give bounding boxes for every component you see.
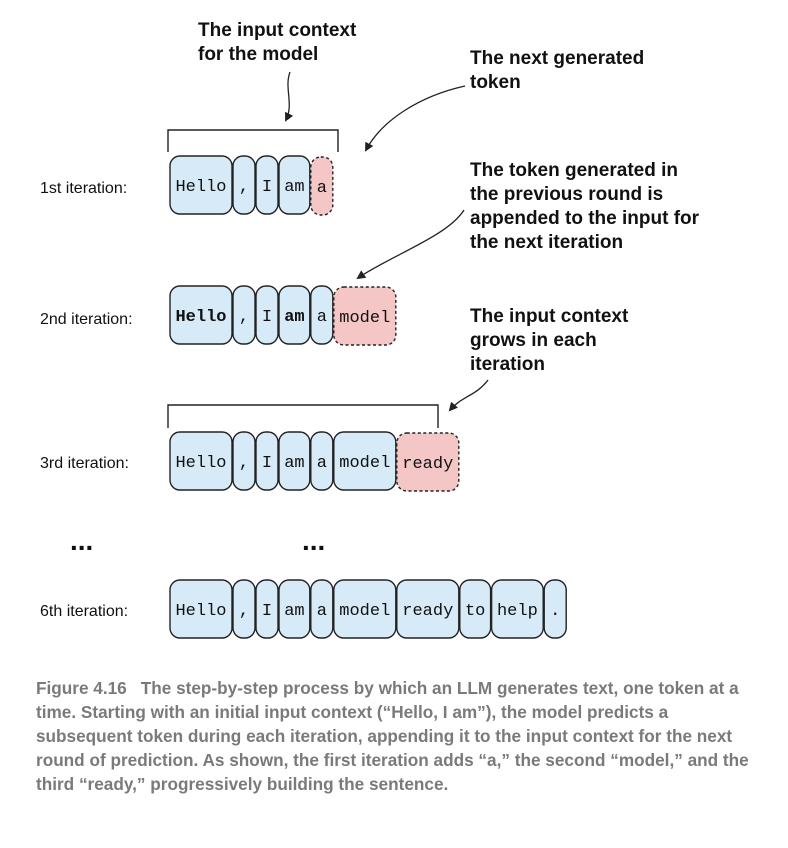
token-box [169, 155, 233, 215]
new-token-label: ready [402, 455, 453, 474]
token-label: a [317, 454, 327, 473]
token-box [310, 579, 334, 639]
token-label: model [339, 454, 390, 473]
ellipsis-middle: ... [302, 525, 325, 556]
iteration-label-3: 3rd iteration: [40, 455, 129, 472]
token-box [543, 579, 567, 639]
annotation-line: The input context [198, 20, 357, 41]
token-box [255, 155, 279, 215]
token-label: , [239, 178, 249, 197]
annotation-line: the previous round is [470, 184, 663, 205]
annotation-line: iteration [470, 354, 545, 375]
token-label: ready [402, 602, 453, 621]
arrow-grows [448, 379, 489, 412]
token-label: am [284, 308, 304, 327]
token-box [310, 285, 334, 345]
annotation-line: the next iteration [470, 232, 623, 253]
arrow-input-context [285, 71, 294, 122]
annotation-line: The next generated [470, 48, 644, 69]
token-box [459, 579, 492, 639]
token-box [169, 579, 233, 639]
token-box [278, 285, 311, 345]
token-box [278, 155, 311, 215]
token-label: a [317, 308, 327, 327]
token-label: , [239, 308, 249, 327]
token-label: . [550, 602, 560, 621]
token-box [169, 431, 233, 491]
annotation-grows: The input context grows in each iteratio… [470, 306, 634, 375]
token-box [310, 431, 334, 491]
annotation-input-context: The input context for the model [198, 20, 362, 65]
token-box [232, 431, 256, 491]
token-label: am [284, 602, 304, 621]
arrow-next-token [365, 85, 466, 152]
input-context-bracket-3 [167, 404, 439, 428]
token-box [396, 579, 460, 639]
token-box [278, 579, 311, 639]
annotation-line: grows in each [470, 330, 597, 351]
annotation-line: for the model [198, 44, 318, 65]
token-label: , [239, 602, 249, 621]
token-label: am [284, 178, 304, 197]
token-box [278, 431, 311, 491]
token-label: am [284, 454, 304, 473]
annotation-line: appended to the input for [470, 208, 700, 229]
token-generation-diagram: The input context for the model The next… [40, 20, 704, 639]
input-context-bracket-1 [167, 129, 339, 152]
ellipsis-left: ... [70, 525, 93, 556]
iteration-label-1: 1st iteration: [40, 180, 127, 197]
new-token-label: a [317, 179, 327, 198]
annotation-line: token [470, 72, 521, 93]
token-box [232, 579, 256, 639]
token-label: Hello [175, 308, 226, 327]
token-label: I [262, 308, 272, 327]
token-label: to [465, 602, 485, 621]
token-label: Hello [175, 178, 226, 197]
new-token-box [333, 286, 397, 346]
token-box [255, 285, 279, 345]
figure-caption-text: The step-by-step process by which an LLM… [36, 678, 749, 794]
annotation-line: The input context [470, 306, 629, 327]
annotation-appended: The token generated in the previous roun… [470, 160, 704, 253]
figure-number: Figure 4.16 [36, 678, 127, 698]
token-box [232, 155, 256, 215]
token-label: I [262, 454, 272, 473]
token-box [490, 579, 544, 639]
new-token-box [310, 156, 334, 216]
token-label: Hello [175, 454, 226, 473]
token-box [255, 579, 279, 639]
token-box [333, 431, 397, 491]
token-label: help [497, 602, 538, 621]
token-box [169, 285, 233, 345]
token-box [232, 285, 256, 345]
token-label: , [239, 454, 249, 473]
token-label: Hello [175, 602, 226, 621]
annotation-line: The token generated in [470, 160, 678, 181]
token-label: I [262, 602, 272, 621]
arrow-appended [356, 209, 465, 280]
token-label: model [339, 602, 390, 621]
token-box [333, 579, 397, 639]
iteration-label-6: 6th iteration: [40, 603, 128, 620]
iteration-label-2: 2nd iteration: [40, 311, 133, 328]
token-label: I [262, 178, 272, 197]
token-label: a [317, 602, 327, 621]
token-box [255, 431, 279, 491]
new-token-label: model [339, 309, 390, 328]
annotation-next-token: The next generated token [470, 48, 650, 93]
new-token-box [396, 432, 460, 492]
